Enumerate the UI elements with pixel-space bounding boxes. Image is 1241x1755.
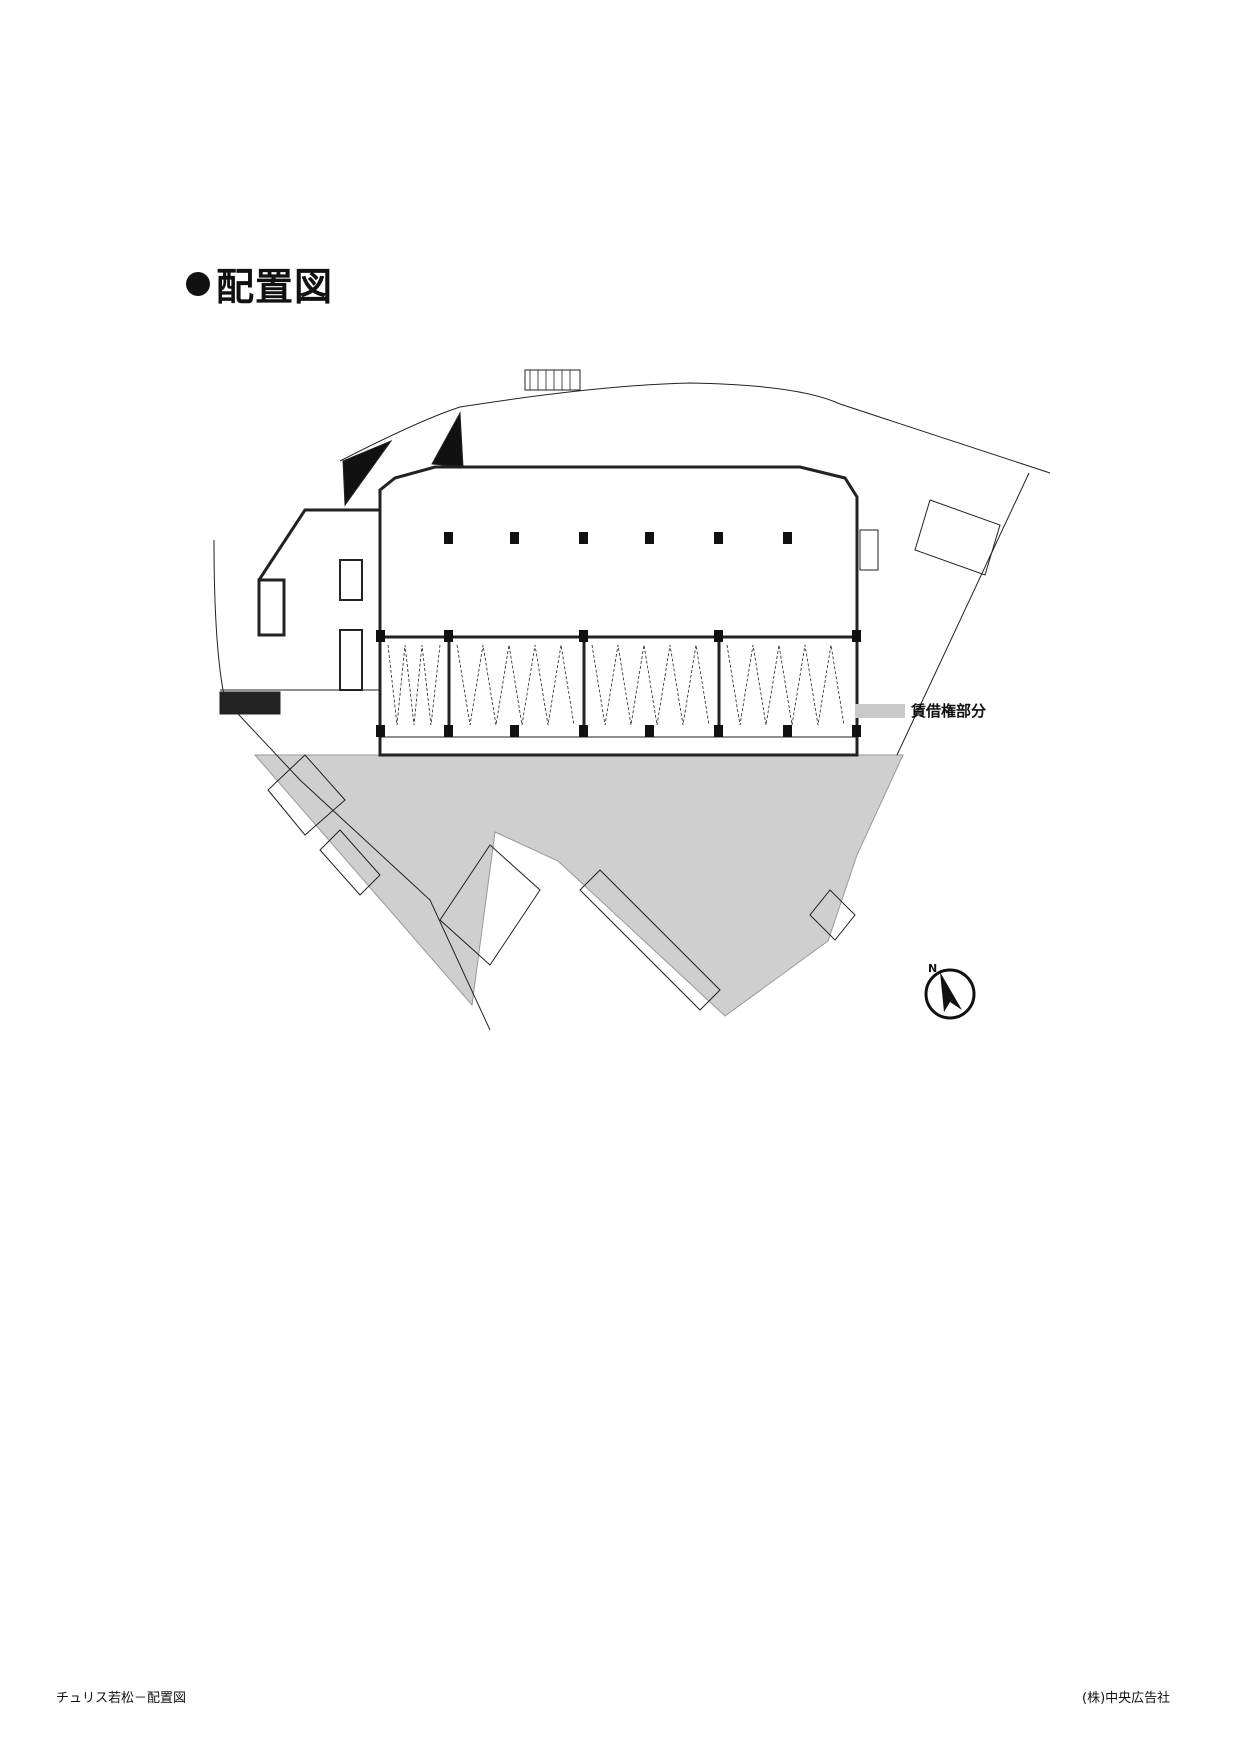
footer-company: (株)中央広告社 [1082,1691,1171,1706]
north-arrow-icon: N [924,962,976,1020]
footer-document-name: チュリス若松－配置図 [56,1691,187,1706]
site-boundary [339,382,1051,474]
bullet-icon [186,271,210,296]
legend-swatch [855,703,905,718]
lease-area [253,754,904,1017]
entrance-annex [257,508,380,581]
main-building [378,465,859,757]
page-title: 配置図 [186,256,333,311]
legend: 賃借権部分 [855,700,986,721]
svg-text:N: N [928,962,937,975]
title-text: 配置図 [216,265,334,309]
legend-label: 賃借権部分 [911,702,987,720]
